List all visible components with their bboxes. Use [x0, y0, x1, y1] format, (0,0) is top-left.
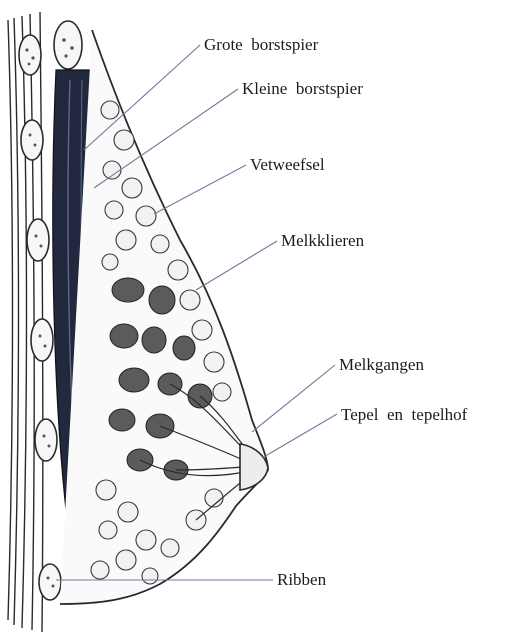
rib — [21, 120, 43, 160]
label-melkklieren: Melkklieren — [281, 232, 364, 249]
label-melkgangen: Melkgangen — [339, 356, 424, 373]
label-vetweefsel: Vetweefsel — [250, 156, 325, 173]
rib — [27, 219, 49, 261]
rib — [39, 564, 61, 600]
label-grote-borstspier: Grote borstspier — [204, 36, 318, 53]
label-ribben: Ribben — [277, 571, 326, 588]
breast-outline — [60, 30, 268, 604]
rib — [54, 21, 82, 69]
leader-melkklieren — [196, 241, 277, 290]
rib — [31, 319, 53, 361]
leader-tepel — [262, 414, 337, 458]
rib — [19, 35, 41, 75]
label-kleine-borstspier: Kleine borstspier — [242, 80, 363, 97]
label-tepel-en-tepelhof: Tepel en tepelhof — [341, 406, 467, 423]
leader-vetweefsel — [154, 165, 246, 214]
rib — [35, 419, 57, 461]
